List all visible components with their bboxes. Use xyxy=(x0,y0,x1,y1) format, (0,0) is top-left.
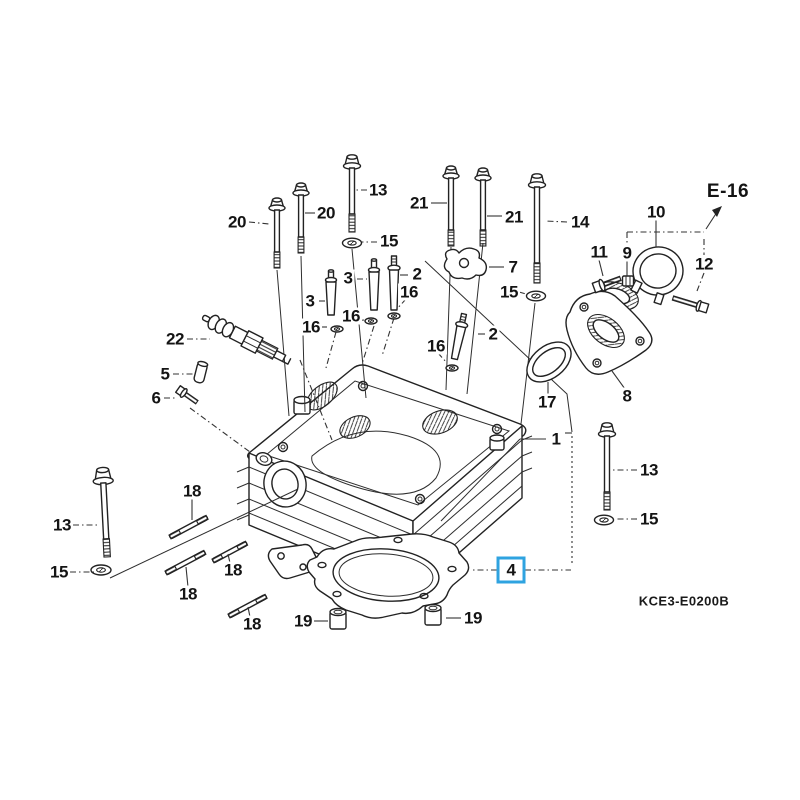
leader-lines xyxy=(70,189,722,622)
bolt-21-a xyxy=(442,165,460,247)
tappet-3-a xyxy=(367,258,381,311)
stud-18-3 xyxy=(164,549,207,576)
part-label-12: 12 xyxy=(693,254,715,274)
part-label-16: 16 xyxy=(425,336,447,356)
part-label-8: 8 xyxy=(620,386,634,406)
oring-17 xyxy=(526,341,572,383)
e16-reference-label: E-16 xyxy=(704,181,752,203)
part-label-13: 13 xyxy=(51,515,73,535)
dowel-pin-5 xyxy=(193,360,209,384)
part-label-11: 11 xyxy=(588,242,610,262)
part-label-3: 3 xyxy=(341,268,355,288)
part-label-18: 18 xyxy=(222,560,244,580)
valve-guide-boss xyxy=(293,395,505,451)
part-label-18: 18 xyxy=(241,614,263,634)
part-label-20: 20 xyxy=(315,203,337,223)
intake-flange xyxy=(565,290,653,375)
washer-15-left xyxy=(90,564,112,576)
part-label-21: 21 xyxy=(503,207,525,227)
bolt-14 xyxy=(527,173,547,284)
washer-15-top xyxy=(341,237,363,249)
diagram-code: KCE3-E0200B xyxy=(638,593,730,609)
bolt-20-b xyxy=(292,182,310,254)
part-label-1: 1 xyxy=(549,429,563,449)
part-label-16: 16 xyxy=(300,317,322,337)
washer-16-a xyxy=(387,312,401,320)
dowel-19-left xyxy=(329,607,347,630)
washer-16-d xyxy=(445,364,459,372)
part-label-13: 13 xyxy=(367,180,389,200)
washer-16-c xyxy=(364,317,378,325)
part-label-15: 15 xyxy=(498,282,520,302)
part-label-10: 10 xyxy=(645,202,667,222)
part-label-13: 13 xyxy=(638,460,660,480)
rocker-arm-7 xyxy=(443,247,488,280)
part-label-7: 7 xyxy=(506,257,520,277)
part-label-22: 22 xyxy=(164,329,186,349)
bolt-21-b xyxy=(474,167,492,247)
bolt-20-a xyxy=(268,197,286,269)
part-label-9: 9 xyxy=(620,243,634,263)
part-label-21: 21 xyxy=(408,193,430,213)
part-label-16: 16 xyxy=(398,282,420,302)
part-label-18: 18 xyxy=(181,481,203,501)
part-label-15: 15 xyxy=(48,562,70,582)
washer-16-b xyxy=(330,325,344,333)
part-label-15: 15 xyxy=(638,509,660,529)
bolt-6 xyxy=(175,385,199,405)
stud-18-4 xyxy=(227,593,268,619)
screw-12 xyxy=(671,295,710,314)
part-label-6: 6 xyxy=(149,388,163,408)
bolt-13-left xyxy=(92,466,114,558)
part-label-4: 4 xyxy=(496,556,526,584)
part-label-2: 2 xyxy=(410,264,424,284)
part-label-18: 18 xyxy=(177,584,199,604)
part-label-5: 5 xyxy=(158,364,172,384)
part-label-19: 19 xyxy=(462,608,484,628)
head-gasket xyxy=(267,533,470,619)
part-label-17: 17 xyxy=(536,392,558,412)
bolt-13-right xyxy=(597,422,617,511)
valve-2-a xyxy=(387,255,401,311)
clamp-band-10 xyxy=(630,246,684,306)
tappet-3-b xyxy=(324,269,338,316)
bolt-11 xyxy=(591,275,622,294)
part-label-2: 2 xyxy=(486,324,500,344)
washer-15-mid xyxy=(525,290,547,302)
spark-plug xyxy=(201,314,292,365)
dowel-19-right xyxy=(424,603,442,626)
stud-18-1 xyxy=(168,514,209,540)
part-label-3: 3 xyxy=(303,291,317,311)
valve-2-b xyxy=(450,312,469,361)
part-label-16: 16 xyxy=(340,306,362,326)
stud-18-2 xyxy=(211,540,249,564)
part-label-19: 19 xyxy=(292,611,314,631)
part-label-20: 20 xyxy=(226,212,248,232)
part-label-15: 15 xyxy=(378,231,400,251)
part-label-14: 14 xyxy=(569,212,591,232)
washer-15-right xyxy=(593,514,615,526)
bolt-13-top xyxy=(342,154,362,233)
nut-9 xyxy=(621,275,635,287)
